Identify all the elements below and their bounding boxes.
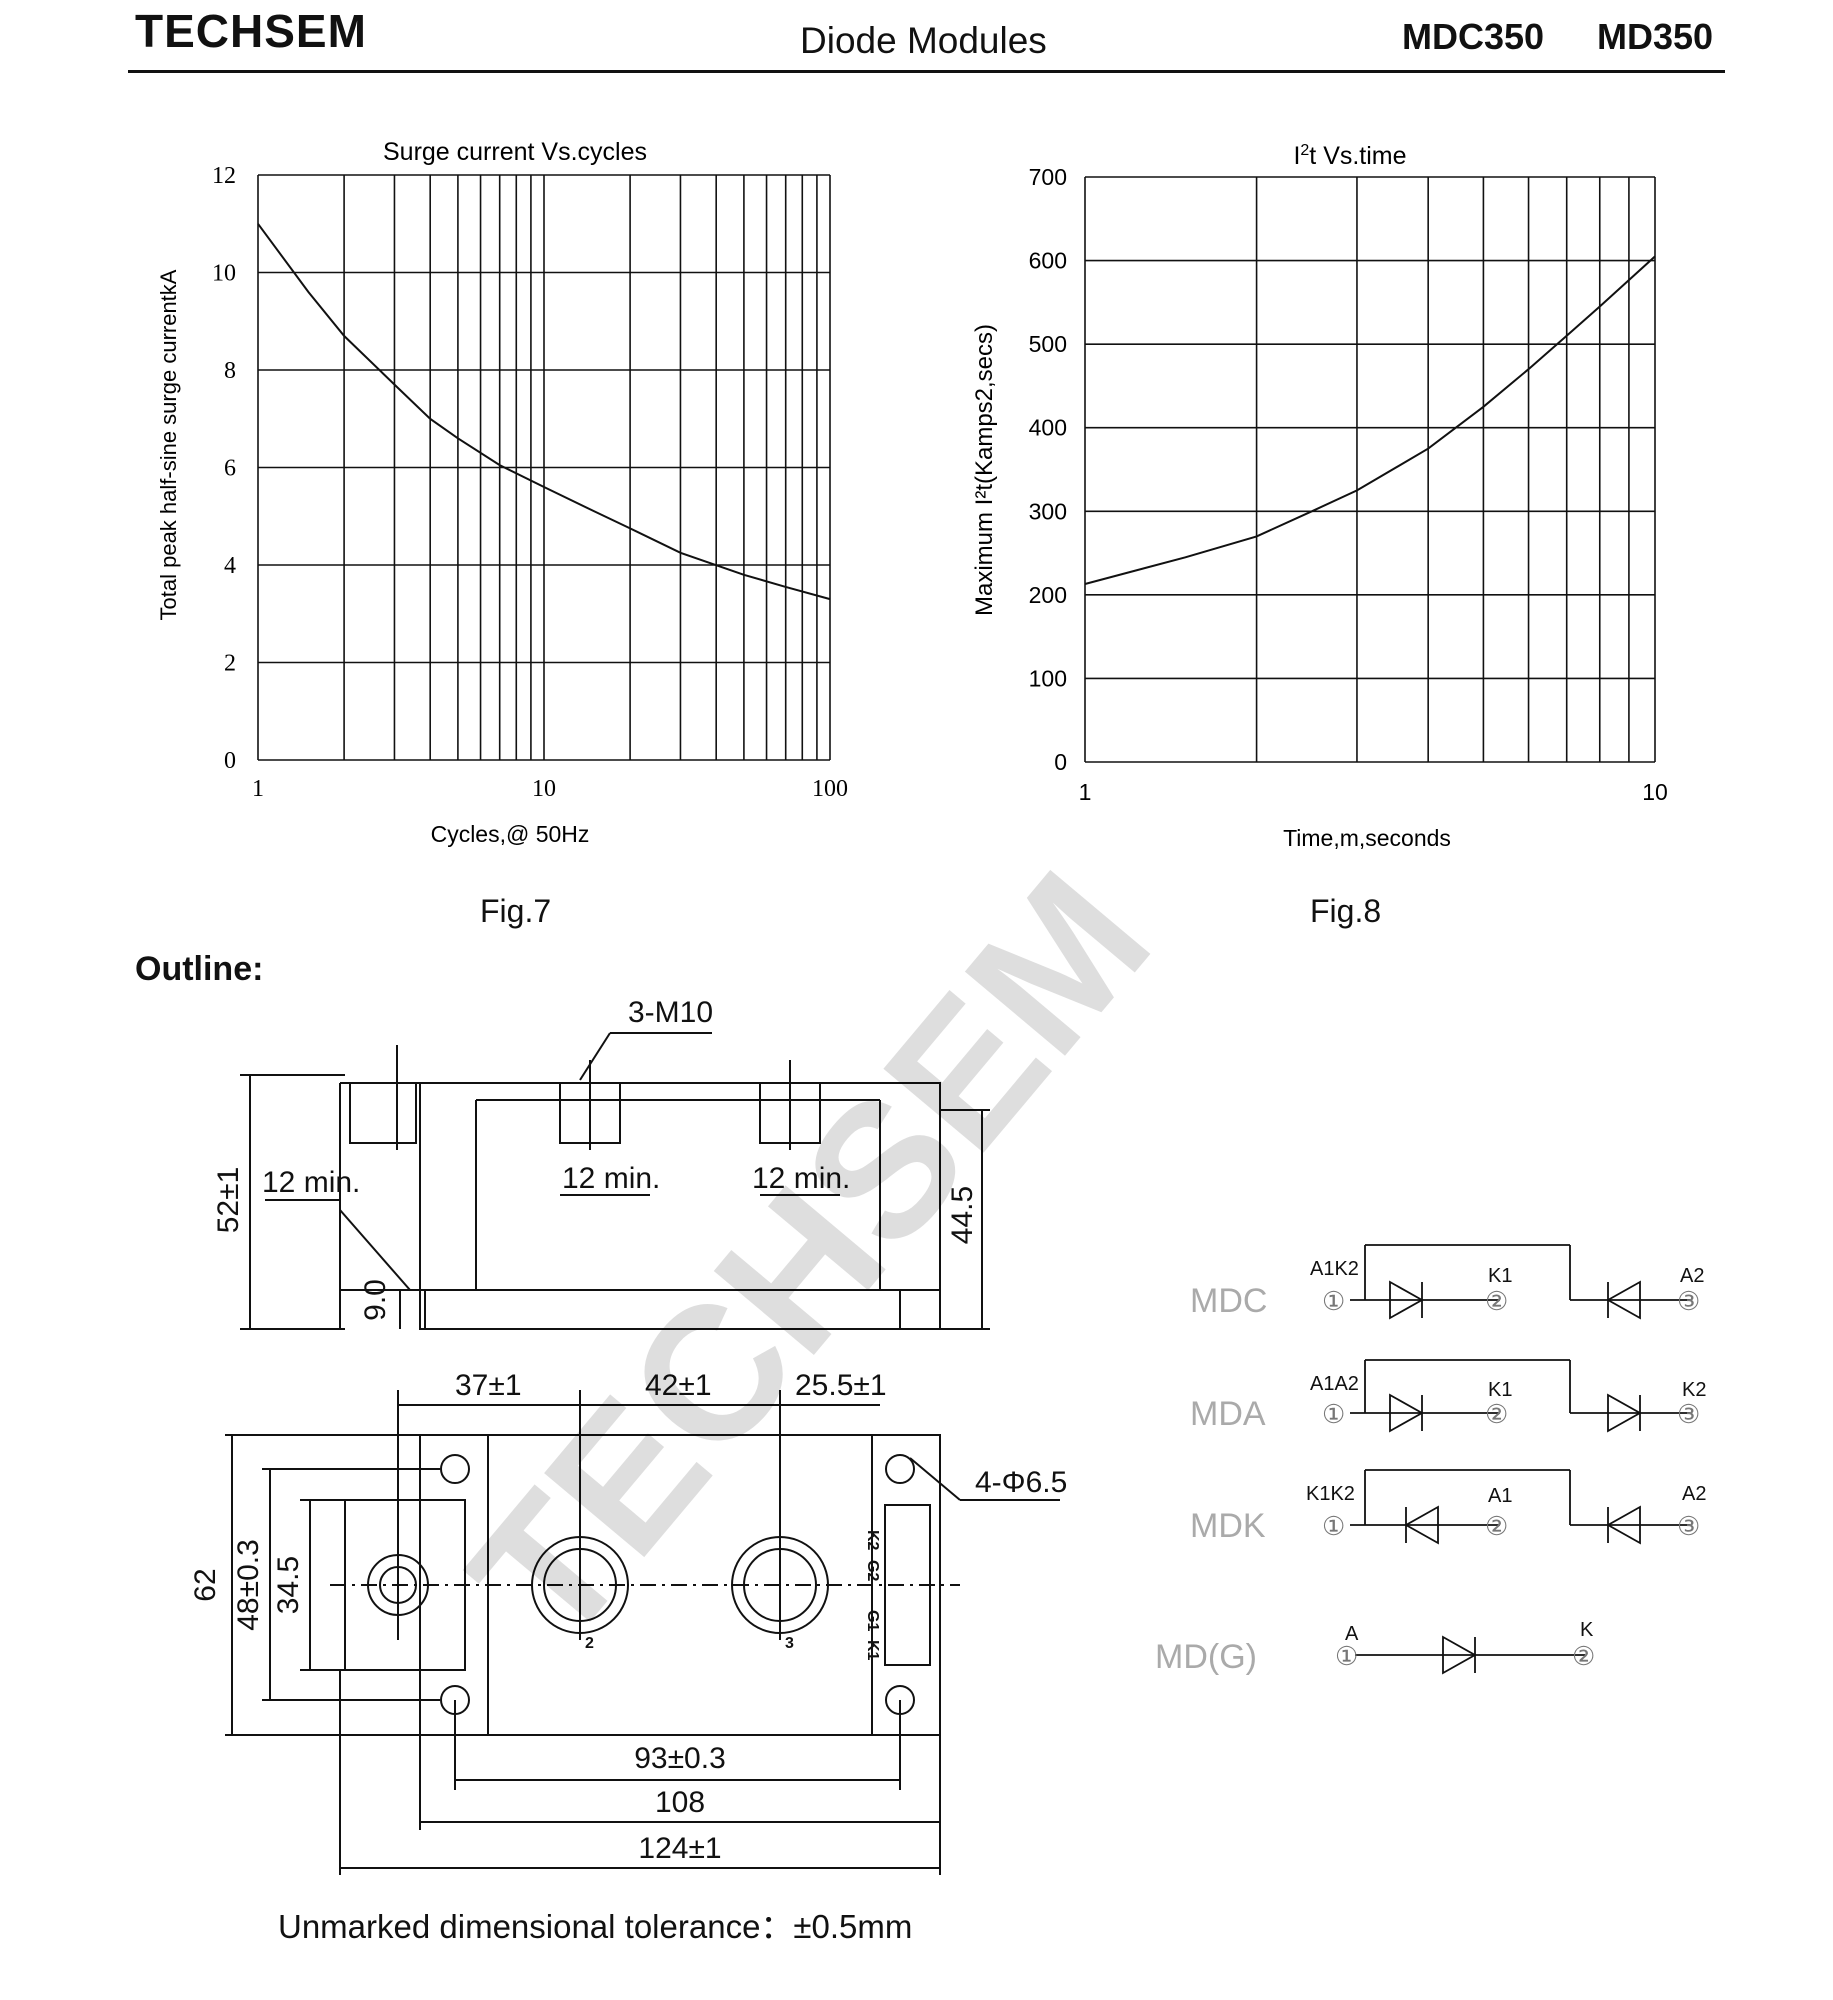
- terminal-1-mda: ①: [1322, 1399, 1345, 1429]
- y-tick-label: 8: [224, 358, 236, 384]
- circuit-mdk-name: MDK: [1190, 1507, 1266, 1545]
- terminal-1-mdk: ①: [1322, 1511, 1345, 1541]
- mdg-right-label: K: [1580, 1619, 1594, 1641]
- aux-label-g2: G2: [864, 1560, 881, 1581]
- aux-label-g1: G1: [864, 1610, 881, 1631]
- mdc-mid-label: K1: [1488, 1265, 1512, 1287]
- tolerance-note: Unmarked dimensional tolerance：±0.5mm: [278, 1908, 913, 1945]
- y-tick-label: 0: [1054, 749, 1067, 775]
- dim-93: 93±0.3: [634, 1742, 726, 1775]
- fig8-caption: Fig.8: [1310, 893, 1382, 929]
- circuit-mdc-name: MDC: [1190, 1282, 1267, 1320]
- y-tick-labels: 0 100 200 300 400 500 600 700: [1029, 164, 1067, 775]
- y-tick-label: 4: [224, 553, 236, 579]
- header-rule: [128, 70, 1725, 73]
- dim-108: 108: [655, 1786, 705, 1819]
- dim-48: 48±0.3: [232, 1539, 265, 1631]
- dim-124: 124±1: [638, 1832, 721, 1865]
- terminal-1-mdc: ①: [1322, 1286, 1345, 1316]
- terminal-2-mda: ②: [1485, 1399, 1508, 1429]
- x-tick-label: 1: [1079, 779, 1092, 805]
- terminal-2-label: 2: [585, 1635, 594, 1652]
- brand-name: TECHSEM: [135, 5, 367, 57]
- x-tick-label: 10: [532, 776, 556, 802]
- thread-label: 3-M10: [628, 996, 713, 1029]
- dim-25-5: 25.5±1: [795, 1369, 887, 1402]
- y-tick-label: 400: [1029, 415, 1067, 441]
- page-title: Diode Modules: [800, 20, 1047, 61]
- y-tick-label: 0: [224, 748, 236, 774]
- circuit-mda-name: MDA: [1190, 1395, 1266, 1433]
- mda-right-label: K2: [1682, 1379, 1706, 1401]
- chart-title: Surge current Vs.cycles: [383, 138, 647, 166]
- terminal-3-mdk: ③: [1677, 1511, 1700, 1541]
- min-label-2: 12 min.: [562, 1162, 660, 1195]
- base-label: 9.0: [359, 1279, 392, 1321]
- mdk-mid-label: A1: [1488, 1485, 1512, 1507]
- x-tick-label: 100: [812, 776, 848, 802]
- mda-left-label: A1A2: [1310, 1373, 1359, 1395]
- mda-mid-label: K1: [1488, 1379, 1512, 1401]
- y-tick-label: 300: [1029, 498, 1067, 524]
- mdk-right-label: A2: [1682, 1483, 1706, 1505]
- chart-title: I2t Vs.time: [1293, 142, 1406, 170]
- x-axis-label: Time,m,seconds: [1283, 825, 1451, 851]
- x-axis-label: Cycles,@ 50Hz: [431, 821, 590, 847]
- height-label: 52±1: [212, 1167, 245, 1234]
- surge-current-chart: Surge current Vs.cycles 0 2 4 6 8 10 12 1 10 100…: [156, 138, 848, 847]
- terminal-3-mdc: ③: [1677, 1286, 1700, 1316]
- y-axis-label: Total peak half-sine surge currentkA: [156, 269, 181, 620]
- x-tick-labels: 1 10: [1079, 779, 1668, 805]
- terminal-1-mdg: ①: [1335, 1641, 1358, 1671]
- x-tick-label: 1: [252, 776, 264, 802]
- i2t-chart: I2t Vs.time 0 100 200 300 400 500 600 700 1 10 T…: [971, 142, 1668, 851]
- chart-grid: [1084, 176, 1656, 763]
- mdc-right-label: A2: [1680, 1265, 1704, 1287]
- mdk-left-label: K1K2: [1306, 1483, 1355, 1505]
- y-tick-label: 12: [212, 163, 236, 189]
- min-label-3: 12 min.: [752, 1162, 850, 1195]
- aux-label-k1: K1: [864, 1640, 881, 1661]
- mdc-left-label: A1K2: [1310, 1258, 1359, 1280]
- x-tick-labels: 1 10 100: [252, 776, 848, 802]
- aux-label-k2: K2: [864, 1530, 881, 1551]
- dim-37: 37±1: [455, 1369, 522, 1402]
- y-tick-label: 2: [224, 651, 236, 677]
- y-tick-labels: 0 2 4 6 8 10 12: [212, 163, 236, 774]
- y-tick-label: 6: [224, 456, 236, 482]
- holes-label: 4-Φ6.5: [975, 1466, 1067, 1499]
- fig7-caption: Fig.7: [480, 893, 552, 929]
- i2t-curve: [1084, 255, 1656, 585]
- chart-grid: [257, 174, 831, 761]
- y-tick-label: 600: [1029, 248, 1067, 274]
- y-tick-label: 200: [1029, 582, 1067, 608]
- y-tick-label: 500: [1029, 331, 1067, 357]
- right-height-label: 44.5: [946, 1186, 979, 1244]
- circuit-mdg-name: MD(G): [1155, 1638, 1257, 1676]
- y-tick-label: 700: [1029, 164, 1067, 190]
- y-axis-label: Maximum I²t(Kamps2,secs): [971, 324, 998, 616]
- terminal-3-label: 3: [785, 1635, 794, 1652]
- min-label-1: 12 min.: [262, 1166, 360, 1199]
- terminal-2-mdg: ②: [1572, 1641, 1595, 1671]
- part-number-1: MDC350: [1402, 16, 1545, 57]
- terminal-2-mdk: ②: [1485, 1511, 1508, 1541]
- y-tick-label: 10: [212, 261, 236, 287]
- mdg-left-label: A: [1345, 1623, 1359, 1645]
- part-number-2: MD350: [1597, 16, 1714, 57]
- terminal-3-mda: ③: [1677, 1399, 1700, 1429]
- dim-62: 62: [189, 1568, 222, 1601]
- terminal-2-mdc: ②: [1485, 1286, 1508, 1316]
- surge-current-curve: [257, 223, 831, 601]
- outline-heading: Outline:: [135, 950, 264, 988]
- y-tick-label: 100: [1029, 665, 1067, 691]
- x-tick-label: 10: [1642, 779, 1668, 805]
- watermark-text: TECHSEM: [430, 834, 1190, 1682]
- dim-34-5: 34.5: [272, 1556, 305, 1614]
- dim-42: 42±1: [645, 1369, 712, 1402]
